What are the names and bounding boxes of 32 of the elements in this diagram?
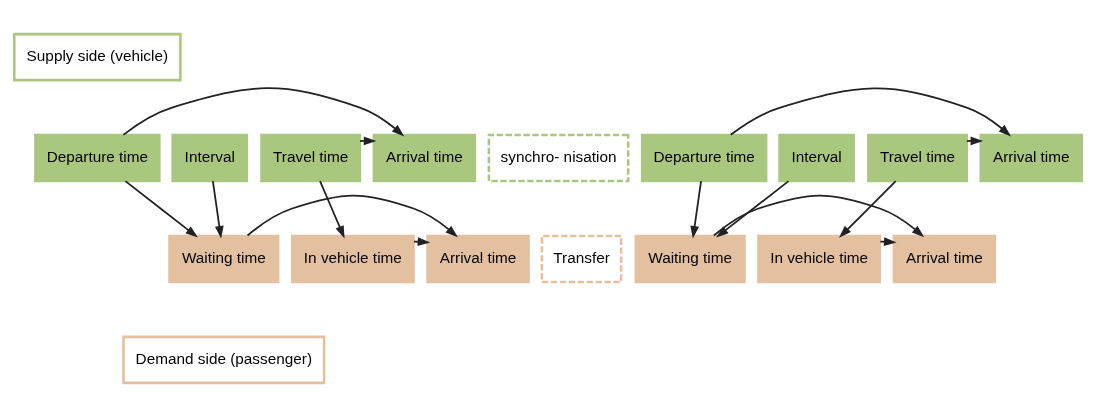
node-box: Interval: [778, 133, 855, 182]
arrow: [122, 86, 405, 136]
arrow: [729, 87, 1012, 136]
arrow: [713, 194, 925, 237]
arrow: [359, 135, 377, 145]
node-box: In vehicle time: [757, 234, 882, 283]
node-box: Departure time: [640, 133, 768, 182]
node-box: Waiting time: [168, 234, 280, 283]
node-box: synchro- nisation: [487, 133, 630, 182]
node-box: Demand side (passenger): [122, 335, 326, 384]
node-box: Arrival time: [426, 234, 530, 283]
node-box: Transfer: [540, 234, 623, 283]
arrow: [212, 179, 224, 239]
node-box: Departure time: [34, 133, 161, 182]
arrow: [965, 135, 984, 145]
arrow: [716, 179, 790, 238]
arrow: [246, 194, 458, 237]
arrow: [124, 179, 198, 238]
node-box: Travel time: [260, 133, 362, 182]
node-box: Arrival time: [979, 133, 1083, 182]
node-box: Arrival time: [372, 133, 477, 182]
node-box: In vehicle time: [290, 234, 415, 283]
node-box: Supply side (vehicle): [13, 32, 182, 81]
arrow: [690, 179, 702, 239]
node-box: Waiting time: [634, 234, 746, 283]
arrow: [839, 179, 897, 238]
node-box: Travel time: [867, 133, 968, 182]
node-box: Interval: [171, 133, 249, 182]
node-box: Arrival time: [892, 234, 997, 283]
arrow: [879, 236, 897, 246]
arrow: [319, 179, 345, 238]
arrow: [413, 236, 431, 246]
